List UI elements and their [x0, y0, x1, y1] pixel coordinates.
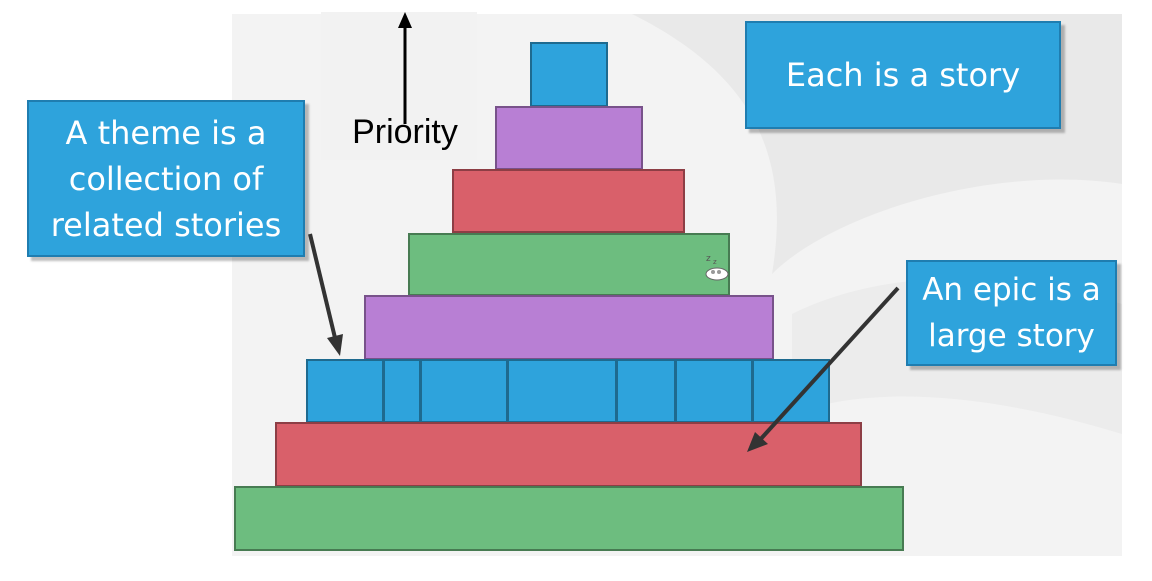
svg-text:z: z: [713, 258, 717, 266]
layer-8-block: [234, 486, 904, 551]
theme-callout-line: collection of: [68, 159, 264, 198]
layer-7-block: [275, 422, 862, 487]
layer-4-block: [408, 233, 730, 296]
priority-label: Priority: [352, 113, 458, 151]
layer-1-block: [530, 42, 608, 107]
epic-callout-line: An epic is a: [922, 272, 1101, 308]
layer-6-segment: [420, 359, 508, 423]
layer-6-segment: [675, 359, 753, 423]
layer-6-segment: [306, 359, 384, 423]
theme-callout-line: A theme is a: [65, 113, 267, 152]
theme-callout-line: related stories: [50, 205, 282, 244]
svg-text:z: z: [706, 254, 711, 264]
layer-6-segment: [616, 359, 676, 423]
up-arrow-icon: [398, 12, 412, 124]
story-callout-text: Each is a story: [785, 56, 1021, 94]
sleeping-cursor-icon: z z: [705, 254, 729, 281]
layer-2-block: [495, 106, 643, 170]
theme-callout: A theme is a collection of related stori…: [27, 100, 305, 257]
story-callout: Each is a story: [745, 21, 1061, 129]
priority-indicator: [321, 12, 477, 160]
layer-6-segment: [507, 359, 617, 423]
epic-callout: An epic is a large story: [906, 260, 1117, 366]
layer-5-block: [364, 295, 774, 360]
epic-callout-line: large story: [928, 318, 1095, 354]
layer-6-segment: [752, 359, 830, 423]
layer-3-block: [452, 169, 685, 233]
layer-6-segment: [383, 359, 421, 423]
